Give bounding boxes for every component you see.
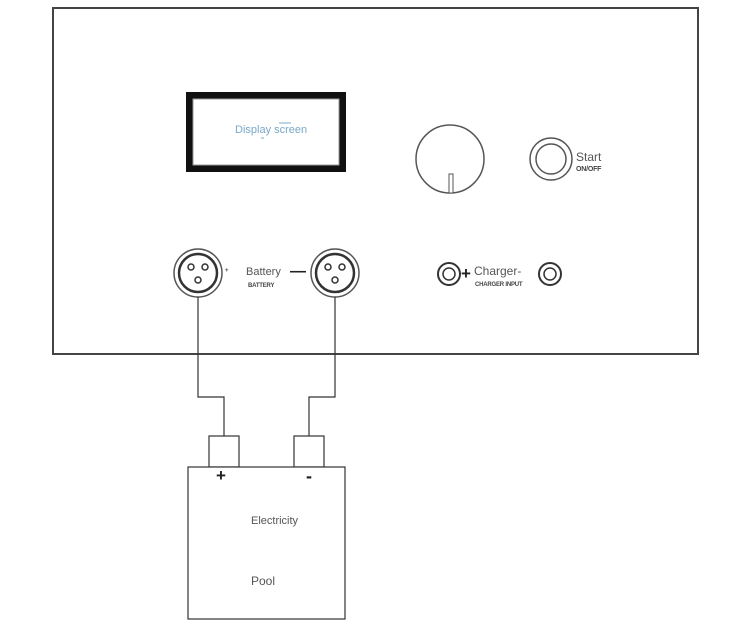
pool-label-line1: Electricity	[251, 515, 299, 527]
start-sublabel: ON/OFF	[576, 166, 602, 173]
post-inner	[442, 267, 456, 281]
start-label: Start	[576, 150, 602, 164]
knob-pointer	[448, 173, 454, 194]
pool-plus-sign: +	[216, 466, 226, 485]
battery-connector-positive[interactable]	[173, 248, 223, 298]
pool-minus-sign: -	[306, 466, 312, 486]
charger-sublabel: CHARGER INPUT	[475, 282, 523, 288]
pool-terminal-positive	[208, 435, 240, 468]
pool-label-line2: Pool	[251, 574, 276, 588]
post-inner	[543, 267, 557, 281]
battery-sublabel: BATTERY	[248, 283, 275, 289]
control-knob[interactable]	[415, 124, 485, 194]
charger-post-positive[interactable]	[437, 262, 461, 286]
charger-post-negative[interactable]	[538, 262, 562, 286]
battery-label: Battery	[246, 266, 281, 278]
connector-pin	[187, 263, 195, 271]
charger-plus-symbol: +	[461, 264, 471, 283]
charger-label: Charger-	[474, 264, 522, 278]
connector-pin	[201, 263, 209, 271]
connector-pin	[338, 263, 346, 271]
battery-plus-mark: +	[225, 268, 229, 274]
electricity-pool	[187, 466, 346, 620]
start-button[interactable]	[529, 137, 573, 181]
control-panel	[52, 7, 699, 355]
pool-terminal-negative	[293, 435, 325, 468]
display-screen	[186, 92, 346, 172]
display-screen-label: Display screen	[235, 124, 308, 136]
connector-inner-ring	[314, 252, 356, 294]
wire-positive	[197, 297, 225, 436]
start-button-inner[interactable]	[535, 143, 567, 175]
battery-minus-symbol: —	[290, 263, 306, 280]
connector-pin	[324, 263, 332, 271]
display-glass	[192, 98, 340, 166]
wire-negative	[308, 297, 336, 436]
connector-inner-ring	[177, 252, 219, 294]
battery-connector-negative[interactable]	[310, 248, 360, 298]
connector-pin	[194, 276, 202, 284]
connector-pin	[331, 276, 339, 284]
